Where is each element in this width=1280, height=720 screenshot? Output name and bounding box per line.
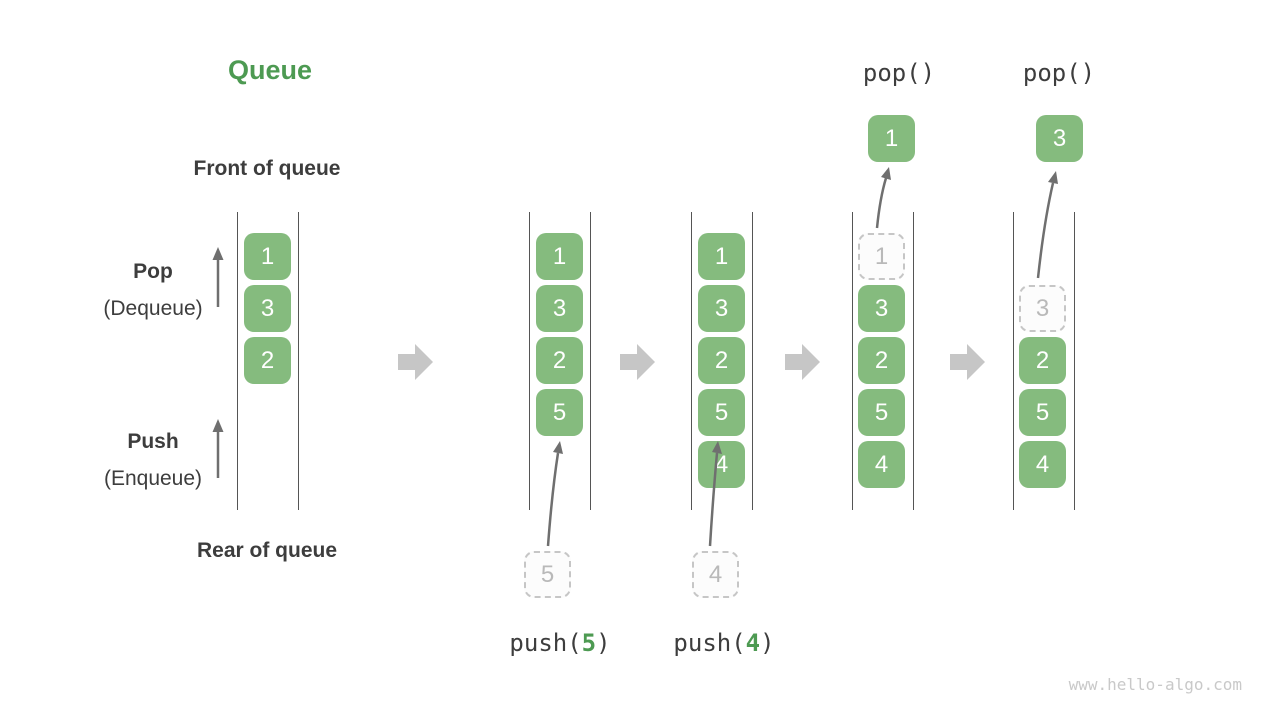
queue-cell: 4 <box>1019 441 1066 488</box>
queue-column-rails-1 <box>237 212 299 510</box>
enqueue-label: (Enqueue) <box>103 467 203 490</box>
front-of-queue-label: Front of queue <box>193 157 341 180</box>
removed-element-ghost: 3 <box>1019 285 1066 332</box>
queue-cell: 3 <box>536 285 583 332</box>
queue-column-rails-4 <box>852 212 914 510</box>
removed-element-ghost: 1 <box>858 233 905 280</box>
flow-arrow-icon <box>620 344 655 380</box>
popped-element: 3 <box>1036 115 1083 162</box>
diagram-title: Queue <box>228 55 313 85</box>
watermark: www.hello-algo.com <box>1068 675 1242 694</box>
flow-arrow-icon <box>950 344 985 380</box>
flow-arrow-icon <box>398 344 433 380</box>
push-direction-arrow-icon <box>212 419 224 478</box>
queue-cell: 5 <box>858 389 905 436</box>
incoming-element-ghost: 5 <box>524 551 571 598</box>
pop-direction-arrow-icon <box>212 247 224 307</box>
queue-cell: 3 <box>858 285 905 332</box>
push-enqueue-label: Push (Enqueue) <box>104 423 202 497</box>
pop-operation-label: pop() <box>862 59 936 87</box>
queue-cell: 4 <box>698 441 745 488</box>
queue-cell: 1 <box>244 233 291 280</box>
popped-element: 1 <box>868 115 915 162</box>
queue-cell: 3 <box>698 285 745 332</box>
pop-operation-label: pop() <box>1022 59 1096 87</box>
push-5-operation-label: push(5) <box>509 629 611 657</box>
queue-cell: 5 <box>698 389 745 436</box>
dequeue-label: (Dequeue) <box>103 297 203 320</box>
queue-cell: 2 <box>1019 337 1066 384</box>
push-label: Push <box>127 430 179 453</box>
flow-arrow-icon <box>785 344 820 380</box>
queue-cell: 2 <box>244 337 291 384</box>
queue-column-rails-5 <box>1013 212 1075 510</box>
rear-of-queue-label: Rear of queue <box>196 539 338 562</box>
queue-cell: 4 <box>858 441 905 488</box>
queue-cell: 2 <box>536 337 583 384</box>
incoming-element-ghost: 4 <box>692 551 739 598</box>
push-4-operation-label: push(4) <box>673 629 775 657</box>
queue-cell: 2 <box>858 337 905 384</box>
queue-column-rails-2 <box>529 212 591 510</box>
queue-cell: 1 <box>698 233 745 280</box>
queue-column-rails-3 <box>691 212 753 510</box>
queue-cell: 1 <box>536 233 583 280</box>
pop-label: Pop <box>133 260 173 283</box>
queue-cell: 2 <box>698 337 745 384</box>
queue-cell: 5 <box>536 389 583 436</box>
queue-cell: 5 <box>1019 389 1066 436</box>
queue-cell: 3 <box>244 285 291 332</box>
pop-dequeue-label: Pop (Dequeue) <box>103 253 202 327</box>
